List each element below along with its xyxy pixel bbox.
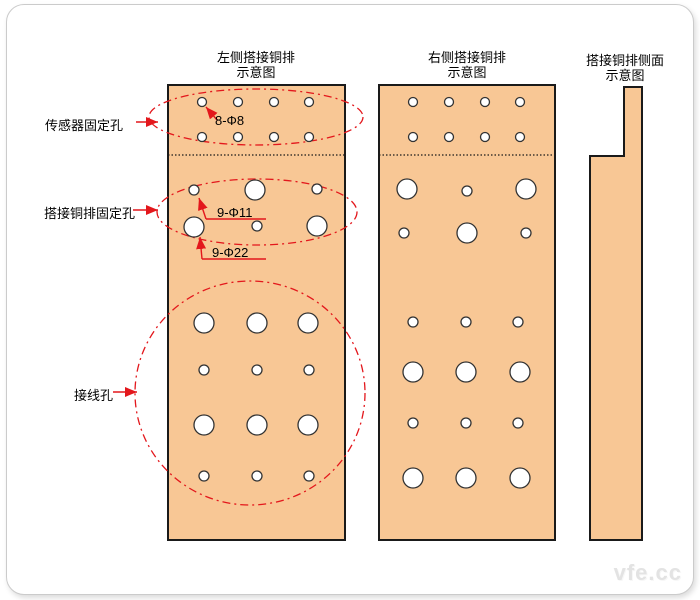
left-panel-title: 左侧搭接铜排 示意图 bbox=[217, 50, 295, 80]
drill-hole bbox=[479, 96, 491, 108]
drill-hole bbox=[461, 185, 473, 197]
drill-hole bbox=[460, 316, 472, 328]
right-panel-title: 右侧搭接铜排 示意图 bbox=[428, 50, 506, 80]
drill-hole bbox=[407, 96, 419, 108]
drill-hole bbox=[407, 131, 419, 143]
drill-hole bbox=[514, 131, 526, 143]
drill-hole bbox=[443, 131, 455, 143]
drill-hole bbox=[303, 364, 315, 376]
drill-hole bbox=[251, 470, 263, 482]
drill-hole bbox=[193, 312, 215, 334]
drill-hole bbox=[479, 131, 491, 143]
drill-hole bbox=[443, 96, 455, 108]
dimension-label-9-phi22: 9-Φ22 bbox=[212, 245, 249, 260]
side-panel-title: 搭接铜排侧面 示意图 bbox=[586, 53, 664, 83]
drill-hole bbox=[306, 215, 328, 237]
left-panel-title-line1: 左侧搭接铜排 bbox=[216, 50, 296, 65]
right-panel-title-line1: 右侧搭接铜排 bbox=[427, 50, 507, 65]
drill-hole bbox=[303, 96, 315, 108]
drill-hole bbox=[244, 179, 266, 201]
drill-hole bbox=[246, 312, 268, 334]
drill-hole bbox=[183, 216, 205, 238]
drill-hole bbox=[509, 361, 531, 383]
drill-hole bbox=[251, 364, 263, 376]
drill-hole bbox=[512, 316, 524, 328]
drill-hole bbox=[520, 227, 532, 239]
image-frame bbox=[6, 4, 694, 595]
drill-hole bbox=[311, 183, 323, 195]
drill-hole bbox=[402, 361, 424, 383]
drill-hole bbox=[512, 417, 524, 429]
drill-hole bbox=[268, 96, 280, 108]
leader-arrow bbox=[205, 106, 218, 121]
callout-wiring-holes: 接线孔 bbox=[74, 388, 114, 403]
leader-arrow bbox=[196, 236, 207, 260]
watermark: vfe.cc bbox=[613, 560, 682, 585]
annotation-ellipse bbox=[148, 88, 364, 146]
drill-hole bbox=[198, 364, 210, 376]
drill-hole bbox=[196, 131, 208, 143]
callout-sensor-fixing-holes: 传感器固定孔 bbox=[45, 118, 124, 133]
drill-hole bbox=[232, 96, 244, 108]
drill-hole bbox=[297, 414, 319, 436]
left-panel-title-line2: 示意图 bbox=[236, 65, 276, 80]
drill-hole bbox=[232, 131, 244, 143]
drill-hole bbox=[246, 414, 268, 436]
drill-hole bbox=[188, 184, 200, 196]
dimension-label-8-phi8: 8-Φ8 bbox=[215, 113, 245, 128]
drill-hole bbox=[455, 467, 477, 489]
drill-hole bbox=[303, 470, 315, 482]
side-panel-title-line1: 搭接铜排侧面 bbox=[585, 53, 665, 68]
drill-hole bbox=[297, 312, 319, 334]
drill-hole bbox=[193, 414, 215, 436]
right-busbar-plate bbox=[378, 84, 556, 541]
side-panel-title-line2: 示意图 bbox=[605, 68, 645, 83]
drill-hole bbox=[396, 178, 418, 200]
drill-hole bbox=[196, 96, 208, 108]
dimension-label-9-phi11: 9-Φ11 bbox=[217, 205, 253, 220]
drill-hole bbox=[251, 220, 263, 232]
drill-hole bbox=[407, 417, 419, 429]
drill-hole bbox=[398, 227, 410, 239]
drill-hole bbox=[198, 470, 210, 482]
side-profile-plate bbox=[589, 86, 643, 541]
drill-hole bbox=[303, 131, 315, 143]
drill-hole bbox=[407, 316, 419, 328]
drill-hole bbox=[515, 178, 537, 200]
drill-hole bbox=[514, 96, 526, 108]
annotation-ellipse bbox=[134, 280, 366, 506]
drill-hole bbox=[456, 222, 478, 244]
callout-busbar-fixing-holes: 搭接铜排固定孔 bbox=[44, 206, 136, 221]
leader-arrow bbox=[198, 197, 208, 220]
drill-hole bbox=[268, 131, 280, 143]
drill-hole bbox=[402, 467, 424, 489]
drill-hole bbox=[455, 361, 477, 383]
drill-hole bbox=[460, 417, 472, 429]
right-panel-title-line2: 示意图 bbox=[447, 65, 487, 80]
drill-hole bbox=[509, 467, 531, 489]
